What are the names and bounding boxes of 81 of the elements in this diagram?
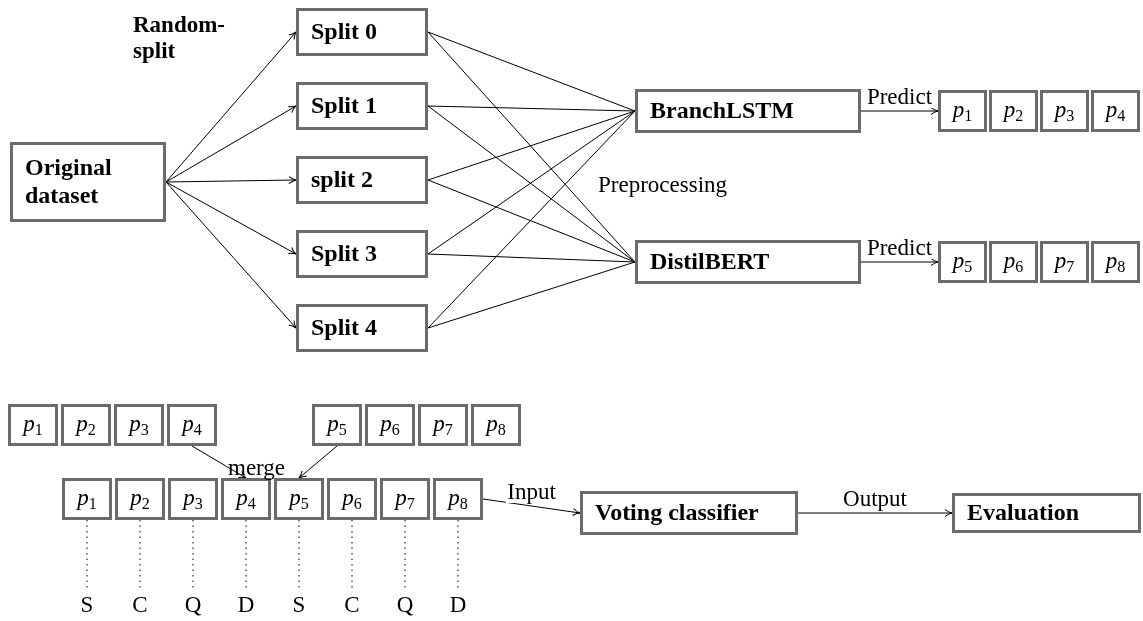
node-text: Original dataset <box>25 154 113 210</box>
node-text: p$_{7}$ <box>433 410 453 440</box>
process-box <box>952 493 1141 533</box>
node-text: p$_{2}$ <box>76 410 96 440</box>
node-text: p$_{6}$ <box>1003 247 1024 277</box>
node-text: C <box>344 591 360 619</box>
value-cell <box>1040 241 1089 283</box>
node-text: p$_{1}$ <box>77 484 97 514</box>
node-text: S <box>80 591 94 619</box>
annotation-label: Random-split <box>133 12 226 65</box>
node-text: p$_{5}$ <box>327 410 347 440</box>
node-text: p$_{8}$ <box>448 484 468 514</box>
value-cell <box>989 90 1038 132</box>
node-text: p$_{3}$ <box>129 410 149 440</box>
value-cell <box>1040 90 1089 132</box>
value-cell <box>418 404 468 446</box>
process-box <box>296 82 428 130</box>
node-text: Q <box>184 591 202 619</box>
value-cell <box>168 478 218 520</box>
node-text: p$_{3}$ <box>1054 96 1075 126</box>
value-cell <box>167 404 217 446</box>
node-text: p$_{8}$ <box>486 410 506 440</box>
annotation-label: merge <box>228 455 287 482</box>
node-text: p$_{6}$ <box>380 410 400 440</box>
node-text: DistilBERT <box>650 248 770 276</box>
node-text: S <box>292 591 306 619</box>
edge-label: Predict <box>864 85 935 108</box>
value-cell <box>312 404 362 446</box>
process-box <box>580 491 798 535</box>
node-text: D <box>237 591 255 619</box>
value-cell <box>114 404 164 446</box>
value-cell <box>1091 241 1140 283</box>
node-text: p$_{2}$ <box>130 484 150 514</box>
value-cell <box>274 478 324 520</box>
node-text: split 2 <box>311 166 373 194</box>
node-text: p$_{1}$ <box>952 96 973 126</box>
value-cell <box>61 404 111 446</box>
value-cell <box>62 478 112 520</box>
node-text: p$_{1}$ <box>23 410 43 440</box>
node-text: Split 1 <box>311 92 378 120</box>
node-text: p$_{4}$ <box>182 410 202 440</box>
node-text: Split 0 <box>311 18 378 46</box>
node-text: p$_{6}$ <box>342 484 362 514</box>
node-text: Split 4 <box>311 314 378 342</box>
node-text: Split 3 <box>311 240 378 268</box>
value-cell <box>938 241 987 283</box>
annotation-label: Preprocessing <box>598 172 729 199</box>
node-text: p$_{4}$ <box>236 484 256 514</box>
edge-label: Predict <box>864 236 935 259</box>
node-text: D <box>449 591 467 619</box>
value-cell <box>221 478 271 520</box>
value-cell <box>1091 90 1140 132</box>
value-cell <box>989 241 1038 283</box>
value-cell <box>471 404 521 446</box>
node-text: p$_{3}$ <box>183 484 203 514</box>
node-text: p$_{5}$ <box>289 484 309 514</box>
process-box <box>10 142 166 222</box>
node-text: BranchLSTM <box>650 97 795 125</box>
node-text: Q <box>396 591 414 619</box>
node-text: Voting classifier <box>595 499 759 527</box>
process-box <box>296 304 428 352</box>
process-box <box>296 156 428 204</box>
node-text: C <box>132 591 148 619</box>
process-box <box>635 89 861 133</box>
value-cell <box>115 478 165 520</box>
node-text: Evaluation <box>967 499 1080 527</box>
value-cell <box>380 478 430 520</box>
node-text: p$_{4}$ <box>1105 96 1126 126</box>
process-box <box>635 240 861 284</box>
process-box <box>296 230 428 278</box>
node-text: p$_{7}$ <box>395 484 415 514</box>
node-text: p$_{5}$ <box>952 247 973 277</box>
value-cell <box>938 90 987 132</box>
process-box <box>296 8 428 56</box>
value-cell <box>365 404 415 446</box>
node-text: p$_{2}$ <box>1003 96 1024 126</box>
value-cell <box>327 478 377 520</box>
value-cell <box>8 404 58 446</box>
node-text: p$_{7}$ <box>1054 247 1075 277</box>
value-cell <box>433 478 483 520</box>
node-text: p$_{8}$ <box>1105 247 1126 277</box>
